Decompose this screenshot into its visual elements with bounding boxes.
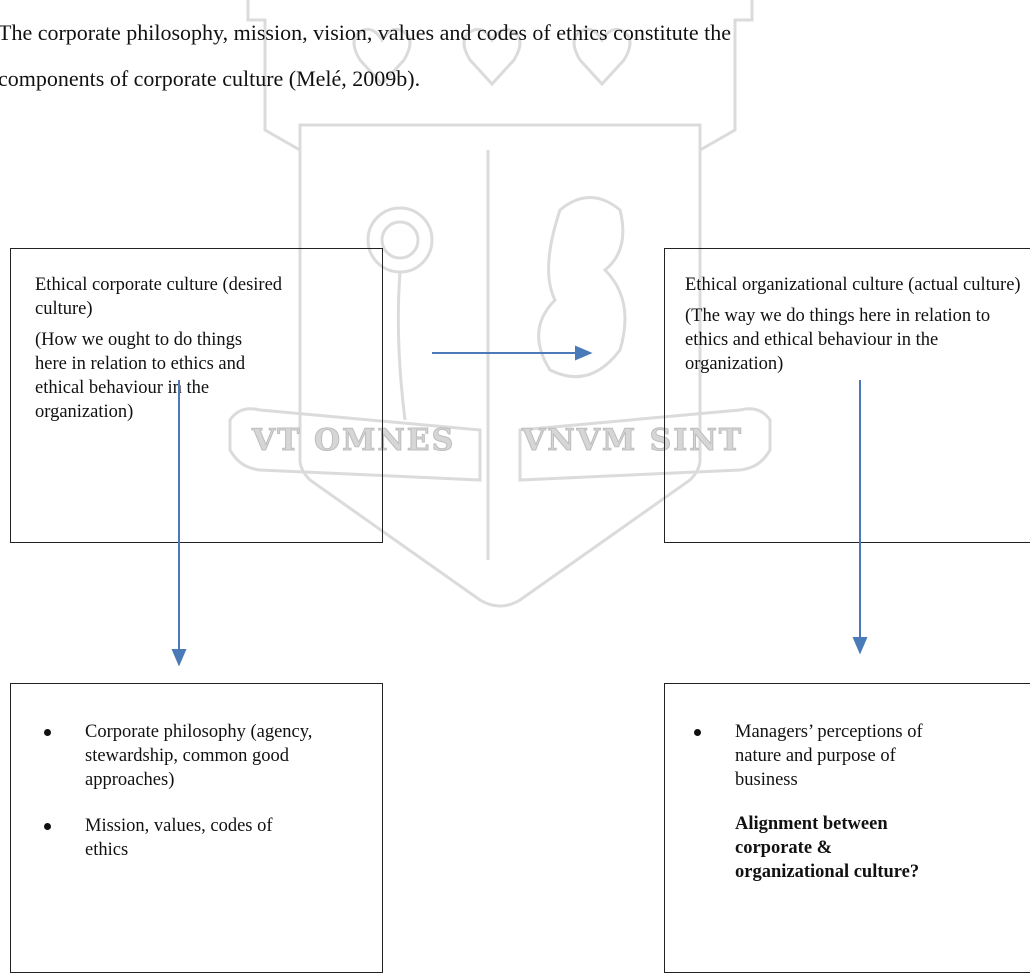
down-arrow-icon-right xyxy=(852,380,868,655)
bullet-text: Managers’ perceptions of nature and purp… xyxy=(735,722,923,790)
intro-line-1: The corporate philosophy, mission, visio… xyxy=(0,20,731,45)
bullet-item-mission-values: Mission, values, codes of ethics xyxy=(35,814,315,862)
right-arrow-icon xyxy=(432,345,593,361)
actual-culture-title: Ethical organizational culture (actual c… xyxy=(685,275,1021,295)
intro-paragraph: The corporate philosophy, mission, visio… xyxy=(0,10,1030,102)
bullet-item-corporate-philosophy: Corporate philosophy (agency, stewardshi… xyxy=(35,720,315,792)
connector-arrows xyxy=(171,345,868,667)
desired-culture-title: Ethical corporate culture (desired cultu… xyxy=(35,275,283,319)
bullet-dot-icon xyxy=(694,729,701,736)
desired-culture-box: Ethical corporate culture (desired cultu… xyxy=(10,248,383,543)
bullet-text: Mission, values, codes of ethics xyxy=(85,816,273,860)
down-arrow-icon-left xyxy=(171,380,187,667)
intro-line-2: components of corporate culture (Melé, 2… xyxy=(0,66,421,91)
bullet-dot-icon xyxy=(44,729,51,736)
bullet-text: Corporate philosophy (agency, stewardshi… xyxy=(85,722,313,790)
actual-culture-box: Ethical organizational culture (actual c… xyxy=(664,248,1030,543)
bullet-dot-icon xyxy=(44,823,51,830)
desired-culture-description: (How we ought to do things here in relat… xyxy=(35,330,246,422)
bullet-item-managers-perceptions: Managers’ perceptions of nature and purp… xyxy=(685,720,960,792)
alignment-question: Alignment between corporate & organizati… xyxy=(735,814,920,882)
actual-culture-description: (The way we do things here in relation t… xyxy=(685,306,991,374)
